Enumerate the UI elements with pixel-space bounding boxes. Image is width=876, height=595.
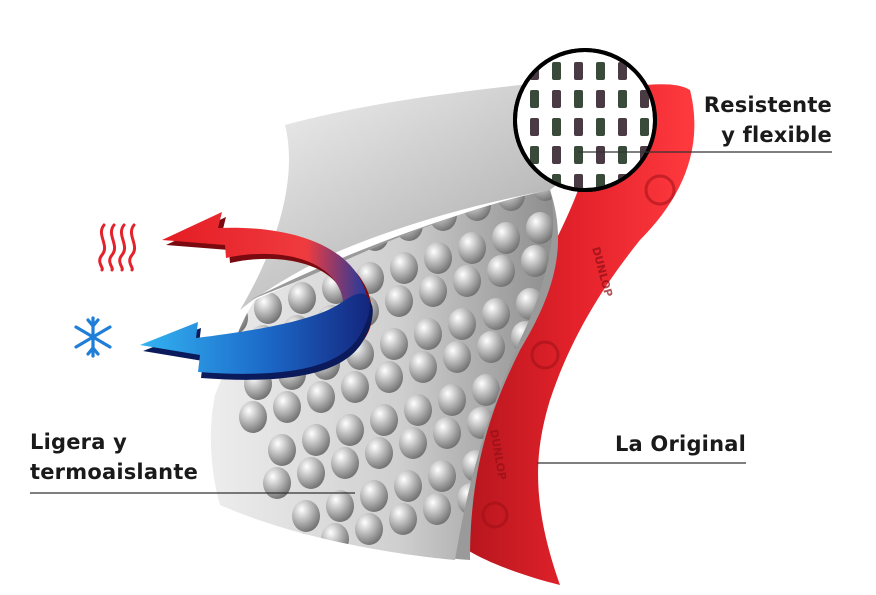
dimple [375, 361, 403, 393]
dimple [428, 460, 456, 492]
fiber-stitch [574, 118, 583, 136]
dimple [273, 391, 301, 423]
dimple [292, 500, 320, 532]
dimple [477, 331, 505, 363]
dimple [404, 394, 432, 426]
brand-marks [481, 174, 676, 529]
dimple [297, 457, 325, 489]
dimple [632, 400, 660, 432]
dimple [608, 334, 636, 366]
dimple [419, 275, 447, 307]
dimple [458, 232, 486, 264]
fiber-stitch [530, 118, 539, 136]
label-original: La Original [615, 429, 746, 459]
fiber-stitch [530, 146, 539, 164]
dimple [603, 367, 631, 399]
label-line: Ligera y [30, 430, 127, 454]
fiber-stitch [618, 90, 627, 108]
label-line: y flexible [721, 123, 832, 147]
dimple [559, 453, 587, 485]
dimple [564, 420, 592, 452]
dimple [414, 318, 442, 350]
dimple [526, 212, 554, 244]
dimple [341, 371, 369, 403]
dimple [399, 427, 427, 459]
dimple [380, 328, 408, 360]
dimple [482, 298, 510, 330]
red-layer [457, 84, 695, 585]
fiber-stitch [552, 118, 561, 136]
dimple [365, 437, 393, 469]
dimple [370, 404, 398, 436]
dimple [433, 417, 461, 449]
dimple [569, 377, 597, 409]
dimple [394, 470, 422, 502]
heat-waves-icon [98, 223, 137, 272]
fiber-stitch [574, 90, 583, 108]
dimple [472, 374, 500, 406]
dimple [613, 291, 641, 323]
fiber-stitch [596, 118, 605, 136]
dimple [331, 447, 359, 479]
label-light-insulating: Ligera y termoaislante [30, 427, 198, 487]
cold-arrow [140, 293, 373, 380]
dimple [423, 493, 451, 525]
dimple [210, 269, 219, 301]
label-line: La Original [614, 432, 746, 456]
dimple [288, 282, 316, 314]
dimple [453, 265, 481, 297]
dimple [225, 259, 253, 291]
dimple [307, 381, 335, 413]
dimple [287, 533, 315, 560]
dimple [443, 341, 471, 373]
dimple [336, 414, 364, 446]
dimple [574, 344, 602, 376]
dimple [389, 503, 417, 535]
fiber-stitch [530, 90, 539, 108]
dimple [390, 252, 418, 284]
dimple [666, 390, 694, 422]
fiber-stitch [596, 90, 605, 108]
dimple [239, 401, 267, 433]
label-resistant-flexible: Resistente y flexible [704, 90, 832, 150]
snowflake-icon [74, 316, 112, 358]
dimple [254, 292, 282, 324]
dimple [355, 513, 383, 545]
dimple [321, 523, 349, 555]
dimple [268, 434, 296, 466]
dimple [302, 424, 330, 456]
dimple [326, 490, 354, 522]
dimple [385, 285, 413, 317]
dimple [637, 357, 665, 389]
fiber-stitch [596, 146, 605, 164]
fiber-stitch [574, 62, 583, 80]
fiber-stitch [552, 62, 561, 80]
heat-arrow [162, 212, 373, 370]
fiber-stitch [618, 62, 627, 80]
fiber-stitch [618, 118, 627, 136]
label-line: Resistente [703, 93, 832, 117]
dimple [521, 245, 549, 277]
fiber-stitch [552, 146, 561, 164]
fiber-stitch [596, 62, 605, 80]
fiber-stitch [552, 90, 561, 108]
label-line: termoaislante [30, 460, 199, 484]
dimple [642, 324, 670, 356]
dimple [448, 308, 476, 340]
fiber-stitch [640, 90, 649, 108]
dimple [409, 351, 437, 383]
dimple [424, 242, 452, 274]
dimple [487, 255, 515, 287]
dimple [492, 222, 520, 254]
fiber-stitch [640, 118, 649, 136]
dimple [438, 384, 466, 416]
fiber-stitch [574, 146, 583, 164]
fiber-stitch [618, 146, 627, 164]
dimple [360, 480, 388, 512]
dimple [263, 467, 291, 499]
